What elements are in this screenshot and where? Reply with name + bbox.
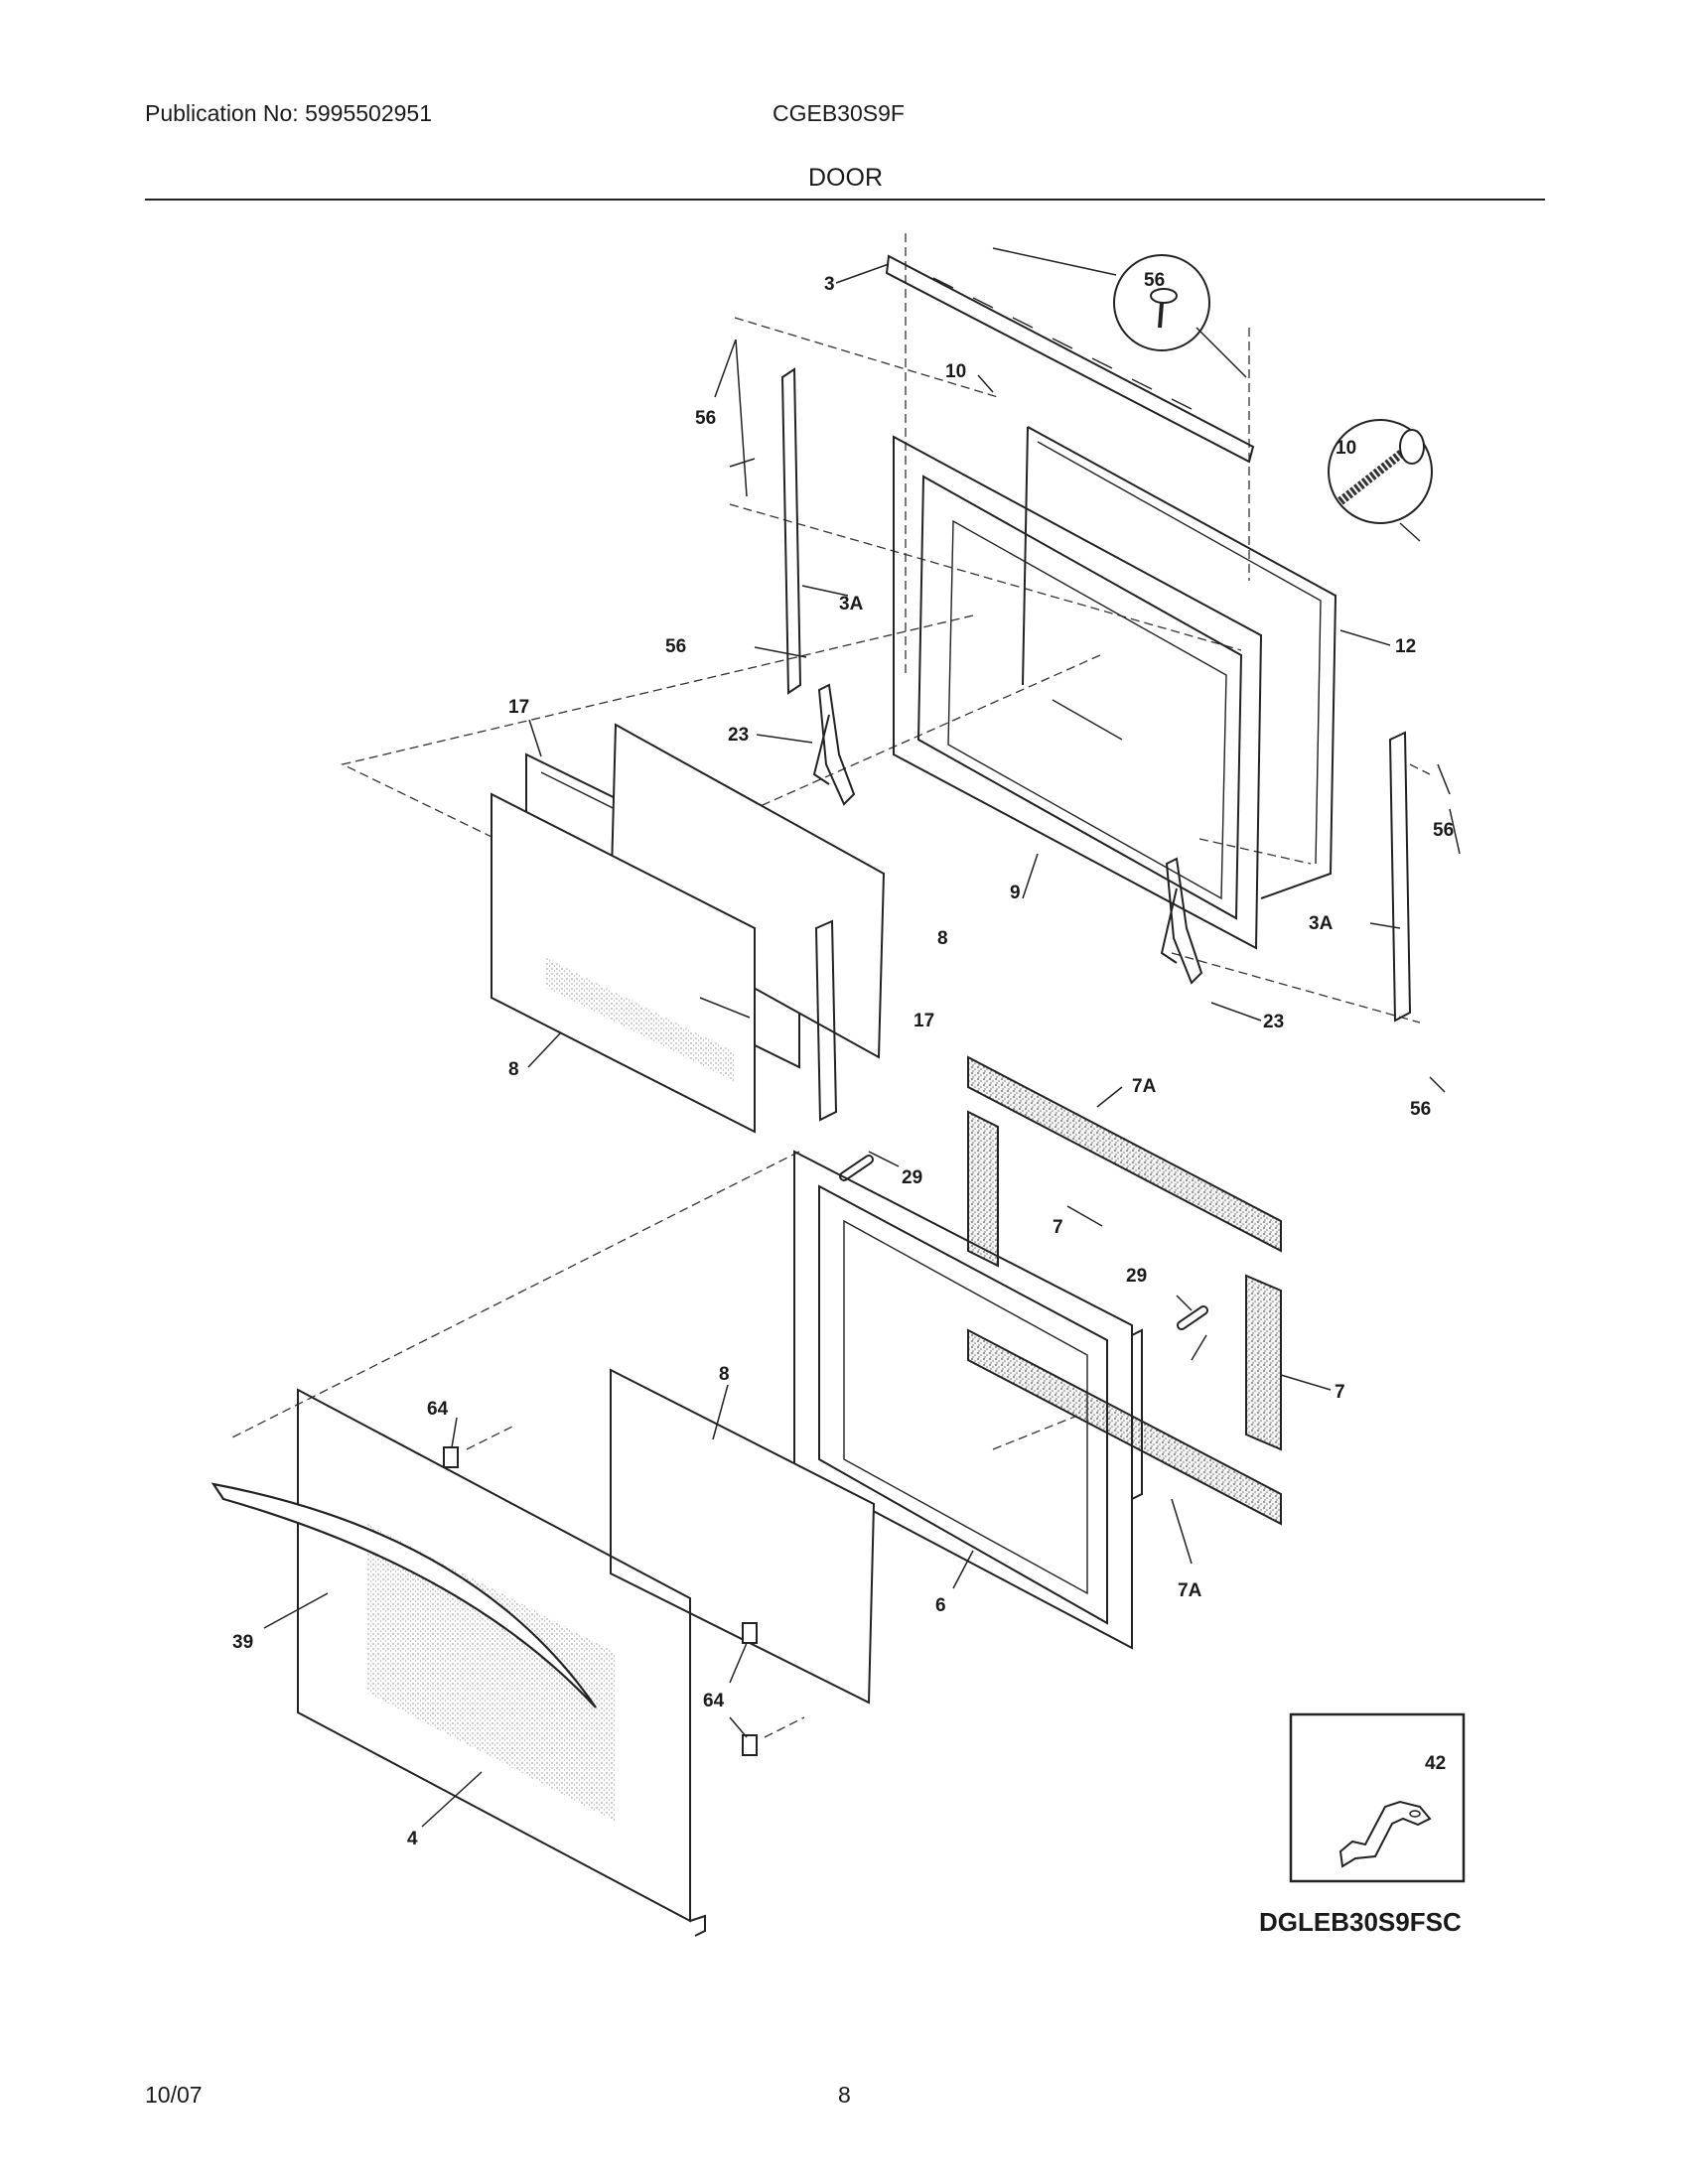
window-spacer-rail: [814, 919, 838, 1122]
callout-23-left: 23: [728, 725, 749, 746]
callout-3: 3: [824, 274, 835, 295]
callout-4: 4: [407, 1829, 418, 1849]
glass-clip-upper: [443, 1424, 517, 1468]
insulation-strip-bottom: [967, 1328, 1282, 1526]
callout-56-top: 56: [1144, 270, 1165, 291]
right-side-trim: [1388, 731, 1412, 1023]
callout-8-front: 8: [508, 1059, 519, 1080]
callout-3a-right: 3A: [1309, 913, 1334, 934]
glass-clip-mid: [742, 1622, 758, 1644]
callout-8-lower: 8: [719, 1364, 730, 1385]
callout-23-right: 23: [1263, 1012, 1284, 1032]
callout-17-upper: 17: [508, 697, 529, 718]
publication-number: Publication No: 5995502951: [145, 100, 433, 126]
outer-door-frame: [793, 1150, 1143, 1650]
inset-caption: DGLEB30S9FSC: [1259, 1907, 1462, 1937]
callout-56-right-lower: 56: [1410, 1099, 1431, 1120]
callout-7a-lower: 7A: [1178, 1580, 1202, 1601]
assembly-guide-lines: [227, 233, 1431, 1450]
callout-7-left: 7: [1053, 1217, 1063, 1238]
section-title: DOOR: [808, 164, 883, 192]
screw-icon: [1150, 288, 1178, 329]
door-pin-upper: [839, 1155, 874, 1181]
outer-door-panel: [297, 1388, 706, 1937]
hinge-icon: [1160, 857, 1203, 985]
screw-inset-top: [992, 247, 1247, 378]
callout-56-left-mid: 56: [665, 636, 686, 657]
callout-39: 39: [232, 1632, 253, 1653]
insulation-strip-right: [1245, 1274, 1282, 1451]
callout-9: 9: [1010, 883, 1021, 903]
callout-12: 12: [1395, 636, 1416, 657]
callout-17-lower: 17: [914, 1011, 934, 1031]
callout-7a-upper: 7A: [1132, 1076, 1157, 1097]
glass-pane-lower: [610, 1368, 876, 1705]
header-rule: [145, 199, 1545, 201]
glass-pane-back: [609, 723, 886, 1059]
callout-29-upper: 29: [902, 1167, 922, 1188]
callout-64-lower: 64: [703, 1691, 725, 1711]
hinge-icon: [812, 683, 856, 806]
callout-56-left-upper: 56: [695, 408, 716, 429]
callout-7-right: 7: [1335, 1382, 1345, 1403]
callout-10-top: 10: [945, 361, 966, 382]
door-handle: [211, 1482, 597, 1708]
page-number: 8: [838, 2082, 851, 2108]
glass-clip-lower: [742, 1716, 805, 1756]
footer-date: 10/07: [145, 2082, 203, 2108]
insulation-strip-top: [967, 1055, 1282, 1253]
callout-56-right-upper: 56: [1433, 820, 1454, 841]
callout-64-upper: 64: [427, 1399, 449, 1420]
callout-10-inset: 10: [1336, 438, 1356, 459]
inner-door-frame: [893, 435, 1263, 950]
callout-29-lower: 29: [1126, 1266, 1147, 1287]
door-gasket: [1022, 426, 1337, 899]
callout-8-back: 8: [937, 928, 948, 949]
callout-42: 42: [1425, 1753, 1446, 1774]
model-number: CGEB30S9F: [773, 100, 905, 126]
top-vent-trim: [885, 254, 1255, 464]
glass-pane-front: [491, 792, 756, 1134]
bracket-inset-box: 42: [1289, 1712, 1466, 1883]
bracket-icon: [1338, 1800, 1432, 1868]
insulation-strip-left: [967, 1110, 999, 1268]
pin-inset: [1328, 419, 1433, 542]
left-side-trim: [714, 339, 802, 695]
callout-3a-left: 3A: [839, 594, 864, 614]
callout-leader-lines: [263, 263, 1461, 1828]
door-pin-lower: [1177, 1305, 1208, 1330]
callout-6: 6: [935, 1595, 946, 1616]
